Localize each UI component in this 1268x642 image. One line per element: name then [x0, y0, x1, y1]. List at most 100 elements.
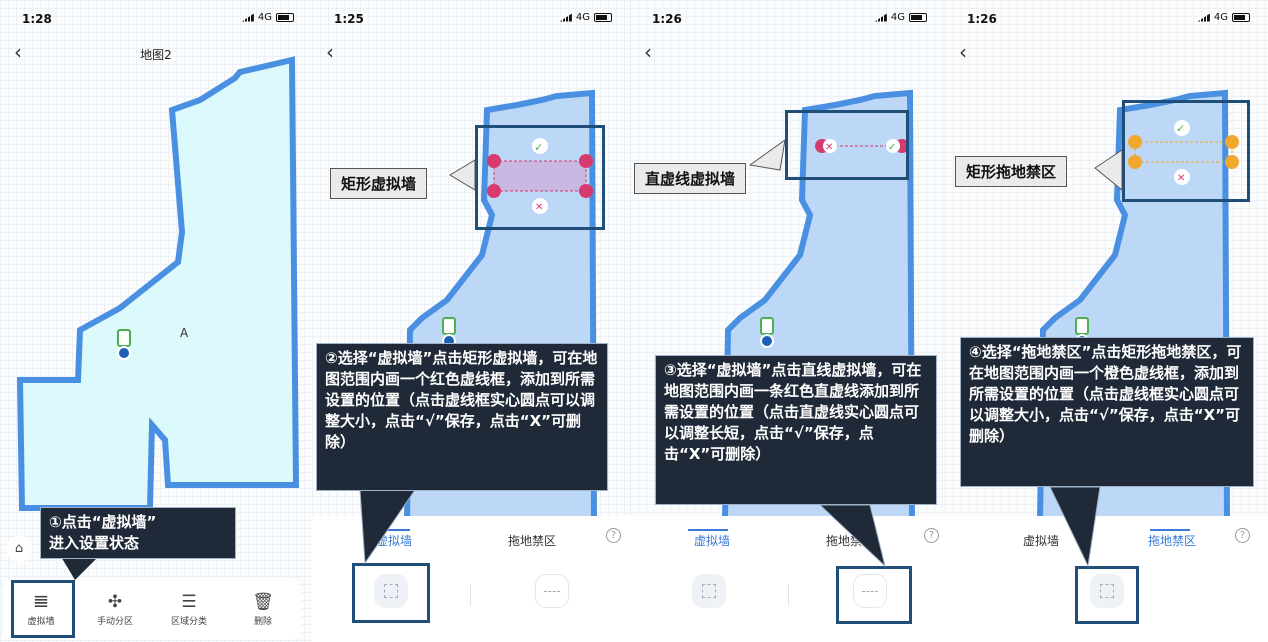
tool-label: 虚拟墙 [27, 617, 55, 627]
status-bar: 4G [241, 12, 294, 23]
callout-step-4: ④选择“拖地禁区”点击矩形拖地禁区，可在地图范围内画一个橙色虚线框，添加到所需设… [960, 337, 1254, 487]
status-time: 1:26 [652, 12, 682, 26]
divider [470, 584, 471, 606]
delete-tool[interactable]: 🗑 删除 [226, 578, 300, 640]
line-wall-option[interactable] [535, 574, 569, 608]
signal-icon [559, 13, 572, 22]
battery-icon [909, 13, 927, 22]
resize-handle [579, 184, 593, 198]
delete-icon [1174, 169, 1190, 185]
battery-icon [1232, 13, 1250, 22]
svg-text:✓: ✓ [888, 142, 896, 153]
highlight-box [785, 110, 909, 180]
tab-label: 虚拟墙 [376, 534, 413, 548]
rect-mop-zone-option[interactable] [1090, 574, 1124, 608]
tab-virtual-wall[interactable]: 虚拟墙 [688, 529, 731, 549]
room-label: A [180, 326, 189, 340]
confirm-icon [1174, 120, 1190, 136]
tab-label: 拖地禁区 [508, 534, 557, 548]
callout-pointer [1049, 149, 1123, 568]
back-button[interactable]: ‹ [959, 40, 967, 64]
network-type: 4G [1213, 12, 1228, 23]
resize-handle [1128, 135, 1142, 149]
network-type: 4G [257, 12, 272, 23]
highlight-box [475, 125, 605, 230]
callout-step-3: ③选择“虚拟墙”点击直线虚拟墙，可在地图范围内画一条红色直虚线添加到所需设置的位… [655, 355, 937, 505]
map: A [16, 56, 300, 511]
tab-virtual-wall[interactable]: 虚拟墙 [370, 529, 413, 549]
tool-label: 删除 [253, 617, 272, 627]
help-icon[interactable]: ? [924, 528, 939, 543]
resize-handle [487, 184, 501, 198]
svg-text:✕: ✕ [825, 142, 833, 153]
callout-pointer [359, 159, 476, 565]
help-icon[interactable]: ? [606, 528, 621, 543]
back-button[interactable]: ‹ [326, 40, 334, 64]
manual-partition-tool[interactable]: ✣ 手动分区 [78, 578, 152, 640]
network-type: 4G [575, 12, 590, 23]
shape-label: 直虚线虚拟墙 [634, 163, 747, 194]
trash-icon: 🗑 [252, 592, 274, 612]
map-area [16, 56, 300, 511]
page-title: 地图2 [140, 48, 172, 62]
svg-text:✕: ✕ [1177, 173, 1185, 184]
rect-wall-option[interactable] [692, 574, 726, 608]
rectangle-icon [384, 584, 398, 598]
screen-1: 1:28 4G ‹ 地图2 A ⌂ 𝌆虚拟墙 ✣ 手动分区 ☰ 区域分类 🗑 删除 ①… [0, 0, 312, 642]
help-icon[interactable]: ? [1235, 528, 1250, 543]
rect-virtual-wall [493, 160, 587, 192]
remote-button[interactable]: ⌂ [6, 536, 32, 562]
status-bar: 4G [559, 12, 612, 23]
status-time: 1:25 [334, 12, 364, 26]
tool-label: 手动分区 [96, 617, 133, 627]
tab-mop-zone[interactable]: 拖地禁区 [508, 532, 556, 549]
signal-icon [1197, 13, 1210, 22]
resize-handle [579, 154, 593, 168]
delete-icon [823, 139, 837, 153]
back-button[interactable]: ‹ [644, 40, 652, 64]
highlight-box [1122, 100, 1250, 202]
line-wall-option[interactable] [853, 574, 887, 608]
robot-icon [117, 346, 131, 360]
status-time: 1:28 [22, 12, 52, 26]
resize-handle [487, 154, 501, 168]
highlight-box [836, 566, 912, 624]
rect-wall-option[interactable] [374, 574, 408, 608]
tab-label: 拖地禁区 [1148, 534, 1197, 548]
tab-label: 虚拟墙 [694, 534, 731, 548]
tab-virtual-wall[interactable]: 虚拟墙 [1023, 532, 1059, 549]
battery-icon [276, 13, 294, 22]
rect-mop-zone [1134, 141, 1233, 163]
signal-icon [874, 13, 887, 22]
confirm-icon [886, 139, 900, 153]
tool-label: 区域分类 [170, 617, 207, 627]
resize-handle [1128, 155, 1142, 169]
area-classify-tool[interactable]: ☰ 区域分类 [152, 578, 226, 640]
callout-step-1: ①点击“虚拟墙” 进入设置状态 [40, 507, 236, 559]
highlight-box [1075, 566, 1139, 624]
rectangle-icon [702, 584, 716, 598]
confirm-icon [532, 138, 548, 154]
status-bar: 4G [874, 12, 927, 23]
network-type: 4G [890, 12, 905, 23]
line-icon [544, 590, 560, 592]
divider [788, 584, 789, 606]
highlight-box [352, 563, 430, 623]
bottom-toolbar: 𝌆虚拟墙 ✣ 手动分区 ☰ 区域分类 🗑 删除 [4, 578, 300, 640]
signal-icon [241, 13, 254, 22]
shape-label: 矩形虚拟墙 [330, 168, 428, 199]
tab-mop-zone[interactable]: 拖地禁区 [1148, 529, 1197, 549]
status-bar: 4G [1197, 12, 1250, 23]
virtual-wall-tool[interactable]: 𝌆虚拟墙 [4, 578, 78, 640]
tab-label: 虚拟墙 [1023, 534, 1060, 548]
callout-pointer [60, 555, 100, 580]
back-button[interactable]: ‹ [14, 40, 22, 64]
list-icon: ☰ [181, 592, 197, 612]
status-time: 1:26 [967, 12, 997, 26]
puzzle-icon: ✣ [107, 592, 123, 612]
resize-handle [1225, 135, 1239, 149]
battery-icon [594, 13, 612, 22]
